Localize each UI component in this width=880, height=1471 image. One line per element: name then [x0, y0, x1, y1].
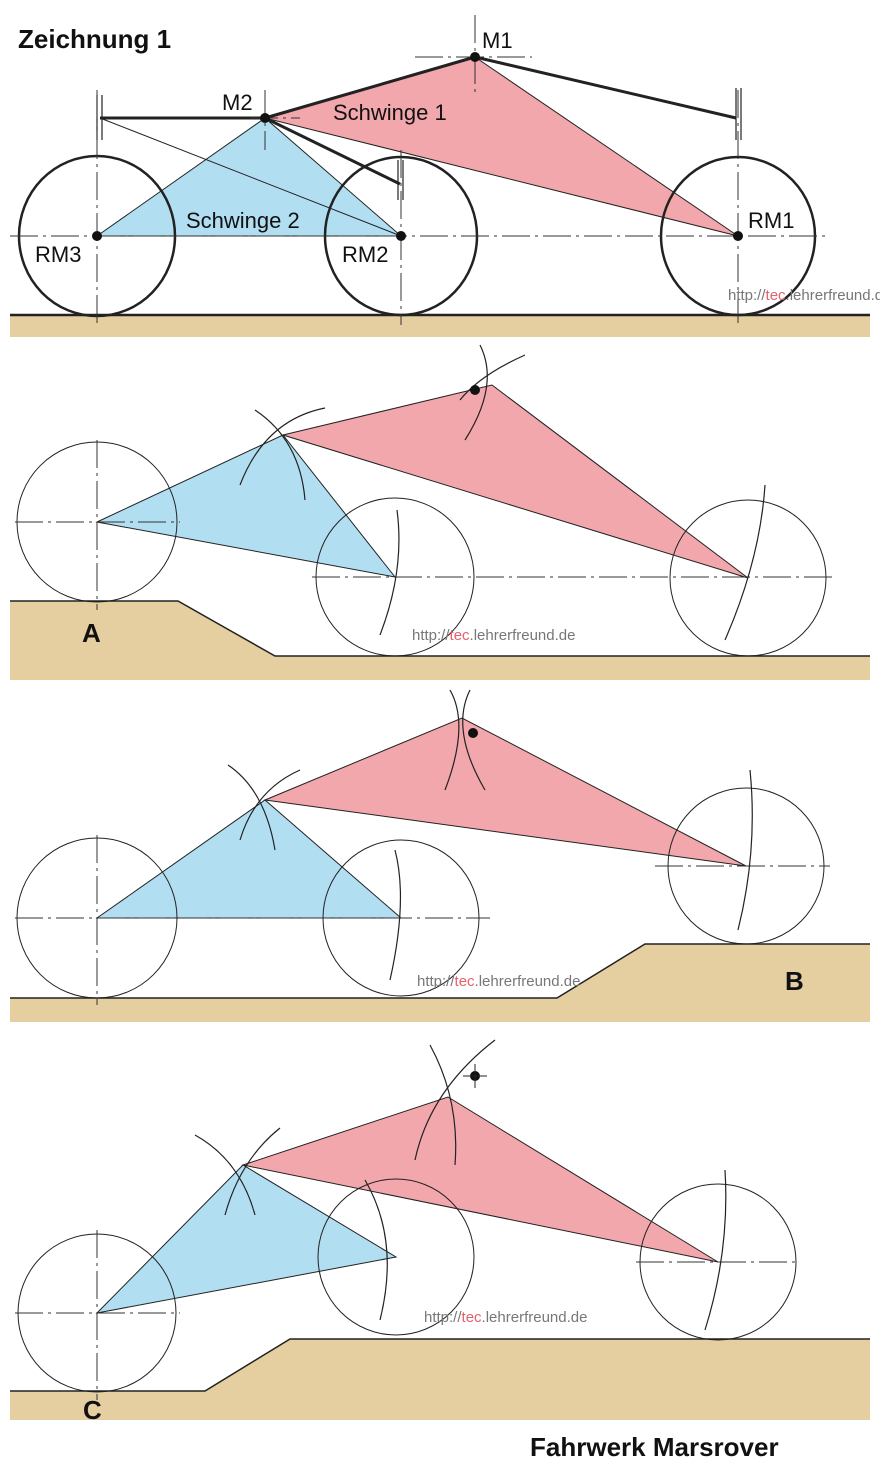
panel-label: A [82, 618, 101, 648]
label-rm2: RM2 [342, 242, 388, 267]
schwinge-1 [241, 1096, 719, 1263]
label-rm1: RM1 [748, 208, 794, 233]
ground [10, 601, 870, 680]
ground [10, 1339, 870, 1420]
panel-label: B [785, 966, 804, 996]
schwinge-2 [95, 1164, 398, 1314]
panel-zeichnung-1: Zeichnung 1 M1 M2 Schwinge 1 Schwinge 2 … [10, 15, 880, 337]
schwinge-2 [95, 799, 403, 919]
schwinge-1 [281, 384, 749, 579]
watermark: http://tec.lehrerfreund.de [417, 973, 580, 990]
label-rm3: RM3 [35, 242, 81, 267]
panel-a: A http://tec.lehrerfreund.de [10, 344, 870, 680]
ground [10, 944, 870, 1022]
drawing-title: Zeichnung 1 [18, 24, 171, 54]
ground [10, 315, 870, 337]
panel-c: C http://tec.lehrerfreund.de [10, 1039, 870, 1425]
label-schwinge-2: Schwinge 2 [186, 208, 300, 233]
panel-b: B http://tec.lehrerfreund.de [10, 689, 870, 1022]
footer-title: Fahrwerk Marsrover [530, 1432, 779, 1462]
watermark: http://tec.lehrerfreund.de [728, 287, 880, 304]
watermark: http://tec.lehrerfreund.de [424, 1309, 587, 1326]
schwinge-1 [263, 717, 747, 867]
schwinge-2 [95, 434, 397, 578]
label-m2: M2 [222, 90, 253, 115]
panel-label: C [83, 1395, 102, 1425]
watermark: http://tec.lehrerfreund.de [412, 627, 575, 644]
label-m1: M1 [482, 28, 513, 53]
label-schwinge-1: Schwinge 1 [333, 100, 447, 125]
